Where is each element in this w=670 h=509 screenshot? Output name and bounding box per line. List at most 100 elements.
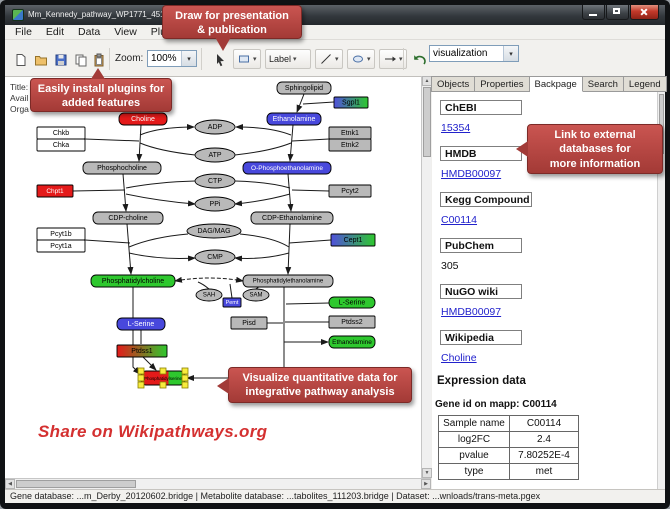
node-ptdss1[interactable]: Ptdss1 [116,344,168,358]
selection-handle[interactable] [159,367,167,375]
chebi-link[interactable]: 15354 [441,122,471,134]
node-pcyt1a[interactable]: Pcyt1a [36,239,86,253]
pathway-edge[interactable] [125,193,196,207]
canvas-horizontal-scrollbar[interactable]: ◀ ▶ [5,478,431,489]
pathway-edge[interactable] [197,281,210,290]
new-file-button[interactable] [10,49,32,71]
connector-tool-button[interactable]: ▾ [379,49,407,69]
menu-edit[interactable]: Edit [45,26,65,38]
tab-objects[interactable]: Objects [432,76,476,92]
node-adp[interactable]: ADP [194,119,236,135]
pathway-edge[interactable] [287,173,294,212]
selection-handle[interactable] [181,374,189,382]
node-phosphocholine[interactable]: Phosphocholine [82,161,162,175]
pathway-edge[interactable] [296,93,305,113]
nugo-link[interactable]: HMDB00097 [441,306,502,318]
pathway-edge[interactable] [234,252,290,262]
pathway-edge[interactable] [229,283,233,299]
node-ethanolamine-2[interactable]: Ethanolamine [328,335,376,349]
node-choline[interactable]: Choline [118,112,168,126]
undo-button[interactable] [408,49,430,71]
node-chpt1[interactable]: Chpt1 [36,184,74,198]
zoom-combobox[interactable]: 100% ▾ [147,50,197,67]
pathway-edge[interactable] [84,138,140,142]
copy-button[interactable] [70,49,92,71]
node-sah[interactable]: SAH [195,288,223,302]
pathway-edge[interactable] [234,142,292,156]
selection-handle[interactable] [137,374,145,382]
pathway-edge[interactable] [125,180,196,189]
pathway-edge[interactable] [288,239,332,244]
pathway-edge[interactable] [302,101,335,105]
pathway-edge[interactable] [139,142,196,156]
node-sphingolipid[interactable]: Sphingolipid [276,81,332,95]
caret-down-icon[interactable]: ▾ [181,51,196,66]
selection-handle[interactable] [181,367,189,375]
node-cdp-choline[interactable]: CDP-choline [92,211,164,225]
node-ethanolamine[interactable]: Ethanolamine [266,112,322,126]
minimize-button[interactable] [582,5,605,20]
titlebar[interactable]: Mm_Kennedy_pathway_WP1771_45176.gp [5,5,665,25]
node-l-serine-left[interactable]: L-Serine [116,317,166,331]
menu-view[interactable]: View [114,26,137,38]
pathway-edge[interactable] [234,193,291,207]
hmdb-link[interactable]: HMDB00097 [441,168,502,180]
line-tool-button[interactable]: ▾ [315,49,343,69]
node-cmp[interactable]: CMP [194,249,236,265]
scroll-down-icon[interactable]: ▼ [422,468,432,478]
node-etnk1[interactable]: Etnk1 [328,126,372,140]
node-ctp[interactable]: CTP [194,173,236,189]
node-phosphatidylserine[interactable]: Phosphatidylserine [137,367,189,389]
open-file-button[interactable] [30,49,52,71]
pathway-edge[interactable] [291,189,330,192]
node-ppi[interactable]: PPi [194,196,236,212]
selection-handle[interactable] [137,367,145,375]
label-tool-button[interactable]: Label ▾ [265,49,311,69]
node-pisd[interactable]: Pisd [230,316,268,330]
wikipedia-link[interactable]: Choline [441,352,477,364]
node-pcyt2[interactable]: Pcyt2 [328,184,372,198]
tab-backpage[interactable]: Backpage [529,76,583,92]
maximize-button[interactable] [606,5,629,20]
pathway-edge[interactable] [122,173,129,212]
caret-down-icon[interactable]: ▾ [503,46,518,61]
pathway-edge[interactable] [291,138,330,142]
vertical-scroll-thumb[interactable] [423,87,431,157]
node-cdp-ethanolamine[interactable]: CDP-Ethanolamine [250,211,334,225]
visualization-combobox[interactable]: visualization ▾ [429,45,519,62]
node-sam[interactable]: SAM [242,288,270,302]
scroll-left-icon[interactable]: ◀ [5,479,15,489]
node-sgpl1[interactable]: Sgpl1 [333,96,369,109]
pathway-edge[interactable] [128,233,189,248]
select-tool-button[interactable] [209,49,231,71]
horizontal-scroll-thumb[interactable] [16,480,136,488]
node-etnk2[interactable]: Etnk2 [328,138,372,152]
node-phosphatidylcholine[interactable]: Phosphatidylcholine [90,274,176,288]
node-phosphatidylethanolamine[interactable]: Phosphatidylethanolamine [242,274,334,288]
node-pemt[interactable]: Pemt [222,297,242,308]
pathway-edge[interactable] [126,223,134,275]
pathway-edge[interactable] [285,302,330,305]
selection-handle[interactable] [137,381,145,389]
kegg-link[interactable]: C00114 [441,214,478,226]
pathway-edge[interactable] [128,252,196,262]
node-chkb[interactable]: Chkb [36,126,86,140]
node-chka[interactable]: Chka [36,138,86,152]
pathway-edge[interactable] [72,189,126,192]
pathway-edge[interactable] [239,233,290,248]
pathway-edge[interactable] [142,356,157,371]
close-button[interactable] [630,5,659,20]
pathway-edge[interactable] [234,180,291,189]
datanode-tool-button[interactable]: ▾ [233,49,261,69]
selection-handle[interactable] [181,381,189,389]
node-o-phosphoethanolamine[interactable]: O-Phosphoethanolamine [242,161,332,175]
node-atp[interactable]: ATP [194,147,236,163]
pathway-edge[interactable] [174,276,244,283]
menu-data[interactable]: Data [78,26,101,38]
pathway-edge[interactable] [139,124,195,136]
selection-handle[interactable] [159,381,167,389]
node-pcyt1b[interactable]: Pcyt1b [36,227,86,241]
pathway-edge[interactable] [285,223,292,275]
pathway-edge[interactable] [84,239,131,244]
